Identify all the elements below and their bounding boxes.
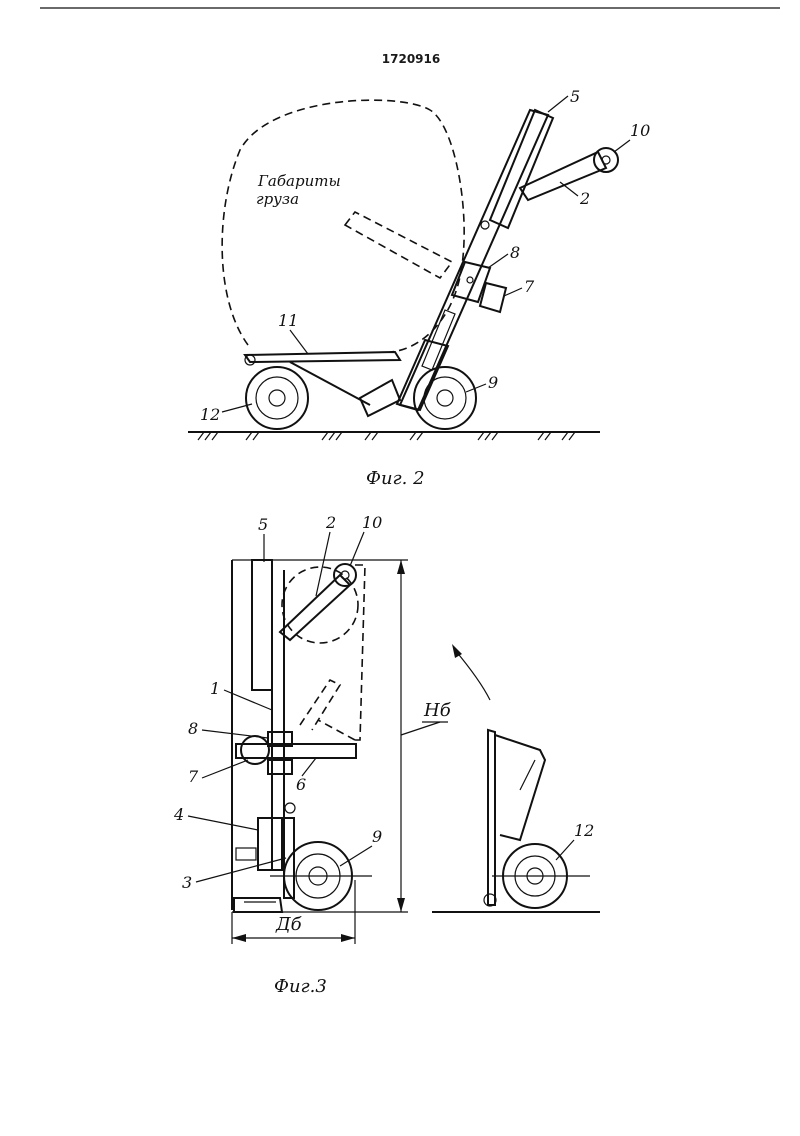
handle-knob-fig3 bbox=[333, 563, 357, 587]
callout-12: 12 bbox=[200, 405, 220, 424]
figure-2-caption: Фиг. 2 bbox=[366, 468, 425, 489]
callout-12-fig3: 12 bbox=[574, 821, 594, 840]
cylinder-4 bbox=[257, 817, 283, 871]
lock-lever-fig3 bbox=[240, 735, 270, 765]
handle-knob bbox=[593, 147, 619, 173]
callout-8: 8 bbox=[510, 243, 520, 262]
brace-alt-position bbox=[299, 678, 342, 731]
support-arm-6 bbox=[235, 743, 357, 759]
lower-cylinder bbox=[395, 338, 450, 412]
platform-hinge bbox=[244, 354, 256, 366]
pivot-upper bbox=[480, 220, 490, 230]
handle-alt-position bbox=[343, 210, 454, 280]
mast-upper-fig3 bbox=[251, 559, 273, 691]
cargo-label-line2: груза bbox=[256, 190, 299, 208]
callout-9: 9 bbox=[488, 373, 498, 392]
brace-link bbox=[289, 361, 371, 406]
folded-platform bbox=[494, 734, 547, 842]
lock-lever bbox=[478, 281, 508, 314]
callout-10: 10 bbox=[630, 121, 650, 140]
folded-frame bbox=[487, 728, 496, 906]
callout-1-fig3: 1 bbox=[210, 679, 220, 698]
figure-3-caption: Фиг.3 bbox=[274, 976, 327, 997]
rotation-arrow bbox=[454, 649, 491, 701]
foot-plate bbox=[358, 378, 402, 418]
platform-alt-position bbox=[350, 564, 366, 741]
callout-2-fig3: 2 bbox=[325, 513, 336, 532]
front-wheel-9 bbox=[413, 366, 477, 430]
callout-9-fig3: 9 bbox=[372, 827, 382, 846]
callout-2: 2 bbox=[579, 189, 590, 208]
dim-height-label: Нб bbox=[423, 700, 452, 721]
pedal-bracket bbox=[235, 847, 257, 861]
cargo-label-line1: Габариты bbox=[257, 172, 341, 190]
callout-10-fig3: 10 bbox=[362, 513, 382, 532]
callout-3-fig3: 3 bbox=[182, 873, 192, 892]
callout-6-fig3: 6 bbox=[296, 775, 306, 794]
patent-number: 1720916 bbox=[381, 52, 441, 66]
rear-wheel-12 bbox=[245, 366, 309, 430]
callout-11: 11 bbox=[278, 311, 298, 330]
carriage-bolt bbox=[466, 276, 474, 284]
handle-arm bbox=[518, 150, 608, 202]
carriage-block bbox=[450, 260, 492, 304]
callout-8-fig3: 8 bbox=[188, 719, 198, 738]
carriage-fig3 bbox=[267, 731, 293, 747]
figure-3: Нб Дб 5 bbox=[173, 513, 600, 997]
handle-sweep-circle bbox=[281, 566, 359, 644]
base-foot bbox=[233, 897, 284, 913]
handle-knob-center bbox=[601, 155, 611, 165]
callout-7: 7 bbox=[524, 277, 535, 296]
dim-width-label: Дб bbox=[275, 914, 303, 935]
load-platform bbox=[243, 350, 402, 364]
callout-4-fig3: 4 bbox=[173, 805, 184, 824]
cargo-outline bbox=[221, 99, 465, 353]
folded-cart bbox=[432, 728, 600, 913]
callout-5: 5 bbox=[570, 87, 580, 106]
callout-7-fig3: 7 bbox=[188, 767, 199, 786]
carriage-lower bbox=[267, 759, 293, 775]
callout-5-fig3: 5 bbox=[258, 515, 268, 534]
width-dimension-arrows bbox=[232, 934, 355, 942]
ground-hatching bbox=[197, 431, 576, 441]
figure-2: Габариты груза bbox=[188, 87, 650, 489]
